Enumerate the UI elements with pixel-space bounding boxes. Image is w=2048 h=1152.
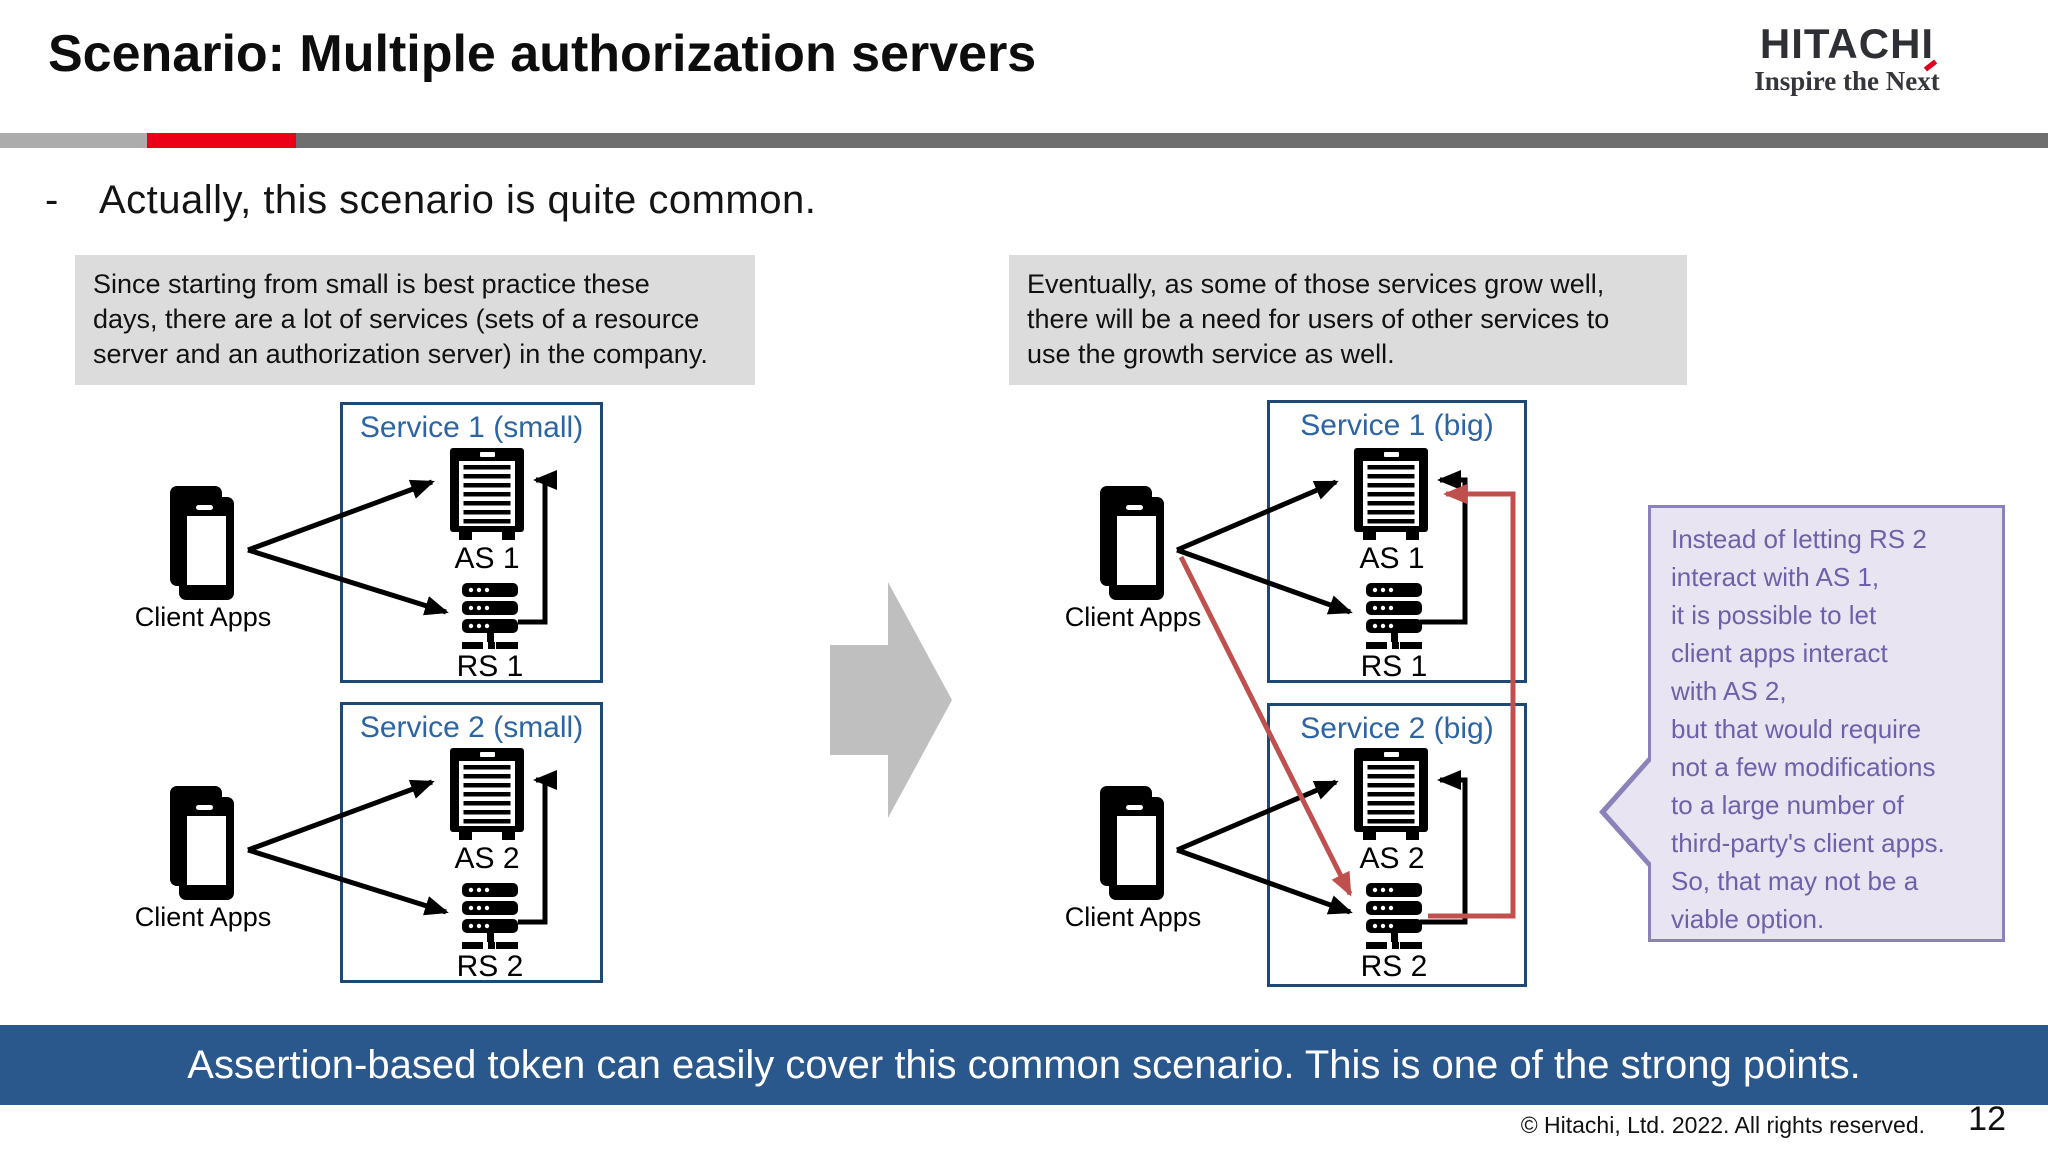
summary-banner: Assertion-based token can easily cover t… xyxy=(0,1025,2048,1105)
client-apps-label: Client Apps xyxy=(1064,902,1202,932)
smartphone-stack-icon xyxy=(1100,486,1164,600)
as-label: AS 2 xyxy=(1359,842,1425,875)
bullet-marker: - xyxy=(45,178,59,222)
as-label: AS 2 xyxy=(454,842,520,875)
header-divider xyxy=(0,133,2048,148)
as-label: AS 1 xyxy=(1359,542,1425,575)
summary-banner-text: Assertion-based token can easily cover t… xyxy=(187,1043,1861,1087)
logo-brand-text: HITACHI xyxy=(1759,20,1935,67)
page-number: 12 xyxy=(1968,1100,2006,1138)
client-apps-label: Client Apps xyxy=(134,902,272,932)
rs-label: RS 2 xyxy=(1360,950,1428,983)
callout-text: Instead of letting RS 2 interact with AS… xyxy=(1671,524,1945,934)
smartphone-stack-icon xyxy=(1100,786,1164,900)
smartphone-stack-icon xyxy=(170,786,234,900)
service-title: Service 1 (small) xyxy=(359,411,584,444)
client-apps-label: Client Apps xyxy=(134,602,272,632)
service-title: Service 1 (big) xyxy=(1300,409,1494,442)
bullet-text: Actually, this scenario is quite common. xyxy=(99,178,817,222)
rs-label: RS 1 xyxy=(456,650,524,683)
callout-bubble: Instead of letting RS 2 interact with AS… xyxy=(1599,505,2005,942)
footer-copyright: © Hitachi, Ltd. 2022. All rights reserve… xyxy=(1520,1112,1925,1138)
bullet-item: - Actually, this scenario is quite commo… xyxy=(45,178,816,223)
logo-tagline-text: Inspire the Next xyxy=(1754,66,1940,96)
block-arrow-right-icon xyxy=(830,582,952,818)
divider-segment-dark xyxy=(296,133,2048,148)
note-box-right: Eventually, as some of those services gr… xyxy=(1009,255,1687,385)
rs-label: RS 2 xyxy=(456,950,524,983)
divider-segment-red xyxy=(147,133,296,148)
logo-tagline: Inspire the Next xyxy=(1754,59,1940,96)
page-title: Scenario: Multiple authorization servers xyxy=(48,25,1037,83)
as-label: AS 1 xyxy=(454,542,520,575)
service-title: Service 2 (small) xyxy=(359,711,584,744)
service-title: Service 2 (big) xyxy=(1300,712,1494,745)
smartphone-stack-icon xyxy=(170,486,234,600)
client-apps-label: Client Apps xyxy=(1064,602,1202,632)
rs-label: RS 1 xyxy=(1360,650,1428,683)
hitachi-logo: HITACHI Inspire the Next xyxy=(1734,20,1960,97)
divider-segment-light xyxy=(0,133,147,148)
note-box-left: Since starting from small is best practi… xyxy=(75,255,755,385)
